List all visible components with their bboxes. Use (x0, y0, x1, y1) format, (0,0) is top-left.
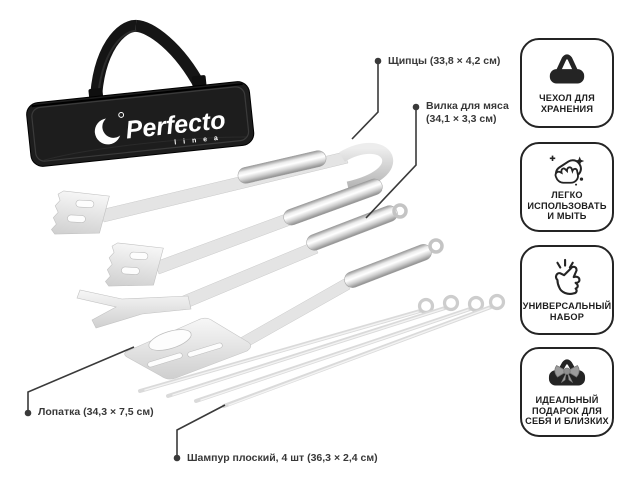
fork-callout-line2: (34,1 × 3,3 см) (426, 112, 497, 125)
tongs-callout-label: Щипцы (33,8 × 4,2 см) (388, 55, 501, 67)
spatula-leader-line (27, 346, 135, 410)
fork-leader-line (365, 110, 417, 219)
skewer-4 (222, 293, 506, 408)
spatula-hanging-ring (428, 238, 444, 254)
fork-handle (306, 205, 398, 251)
carrying-case: Perfecto l i n e a (26, 19, 255, 167)
badge-storage-case-label: ЧЕХОЛ ДЛЯ ХРАНЕНИЯ (539, 93, 595, 114)
tongs-hinge-loop (339, 142, 394, 193)
tongs-handle-upper (237, 150, 327, 184)
badge-storage-case: ЧЕХОЛ ДЛЯ ХРАНЕНИЯ (520, 38, 614, 128)
tongs-handle-lower (283, 178, 383, 226)
badge-universal-set: УНИВЕРСАЛЬНЫЙ НАБОР (520, 245, 614, 335)
easy-clean-icon (549, 155, 585, 186)
snap-fingers-icon (555, 258, 581, 296)
storage-case-icon (549, 54, 585, 84)
callout-bullets (24, 57, 420, 462)
case-handle-right (135, 19, 207, 91)
spatula (124, 238, 444, 380)
spatula-blade (124, 317, 252, 380)
brand-subname: l i n e a (174, 135, 221, 147)
spatula-handle (344, 244, 432, 288)
gift-icon (548, 359, 586, 386)
fork-callout-label: Вилка для мяса (34,1 × 3,3 см) (426, 100, 509, 126)
spatula-callout-label: Лопатка (34,3 × 7,5 см) (38, 406, 154, 418)
registered-mark (118, 112, 125, 118)
skewers-callout-label: Шампур плоский, 4 шт (36,3 × 2,4 см) (187, 452, 378, 464)
badge-ideal-gift-label: ИДЕАЛЬНЫЙ ПОДАРОК ДЛЯ СЕБЯ И БЛИЗКИХ (525, 394, 609, 427)
fork-prongs (76, 289, 192, 329)
fork-hanging-ring (392, 203, 408, 219)
skewer-1 (138, 297, 435, 393)
tongs-leader-line (351, 64, 379, 140)
skewer-2 (166, 294, 460, 398)
badge-easy-clean-label: ЛЕГКО ИСПОЛЬЗОВАТЬ И МЫТЬ (527, 189, 607, 222)
badge-universal-set-label: УНИВЕРСАЛЬНЫЙ НАБОР (522, 301, 612, 322)
tongs-paddle-upper (51, 190, 110, 235)
case-handle-left (89, 19, 137, 103)
skewers (138, 293, 506, 408)
skewer-3 (194, 295, 485, 403)
badge-ideal-gift: ИДЕАЛЬНЫЙ ПОДАРОК ДЛЯ СЕБЯ И БЛИЗКИХ (520, 347, 614, 437)
tongs-paddle-lower (105, 242, 164, 287)
meat-fork (76, 203, 408, 329)
leader-lines (27, 64, 417, 455)
fork-callout-line1: Вилка для мяса (426, 100, 509, 112)
badge-easy-clean: ЛЕГКО ИСПОЛЬЗОВАТЬ И МЫТЬ (520, 142, 614, 232)
skewers-leader-line (176, 404, 226, 455)
tongs (51, 142, 394, 287)
